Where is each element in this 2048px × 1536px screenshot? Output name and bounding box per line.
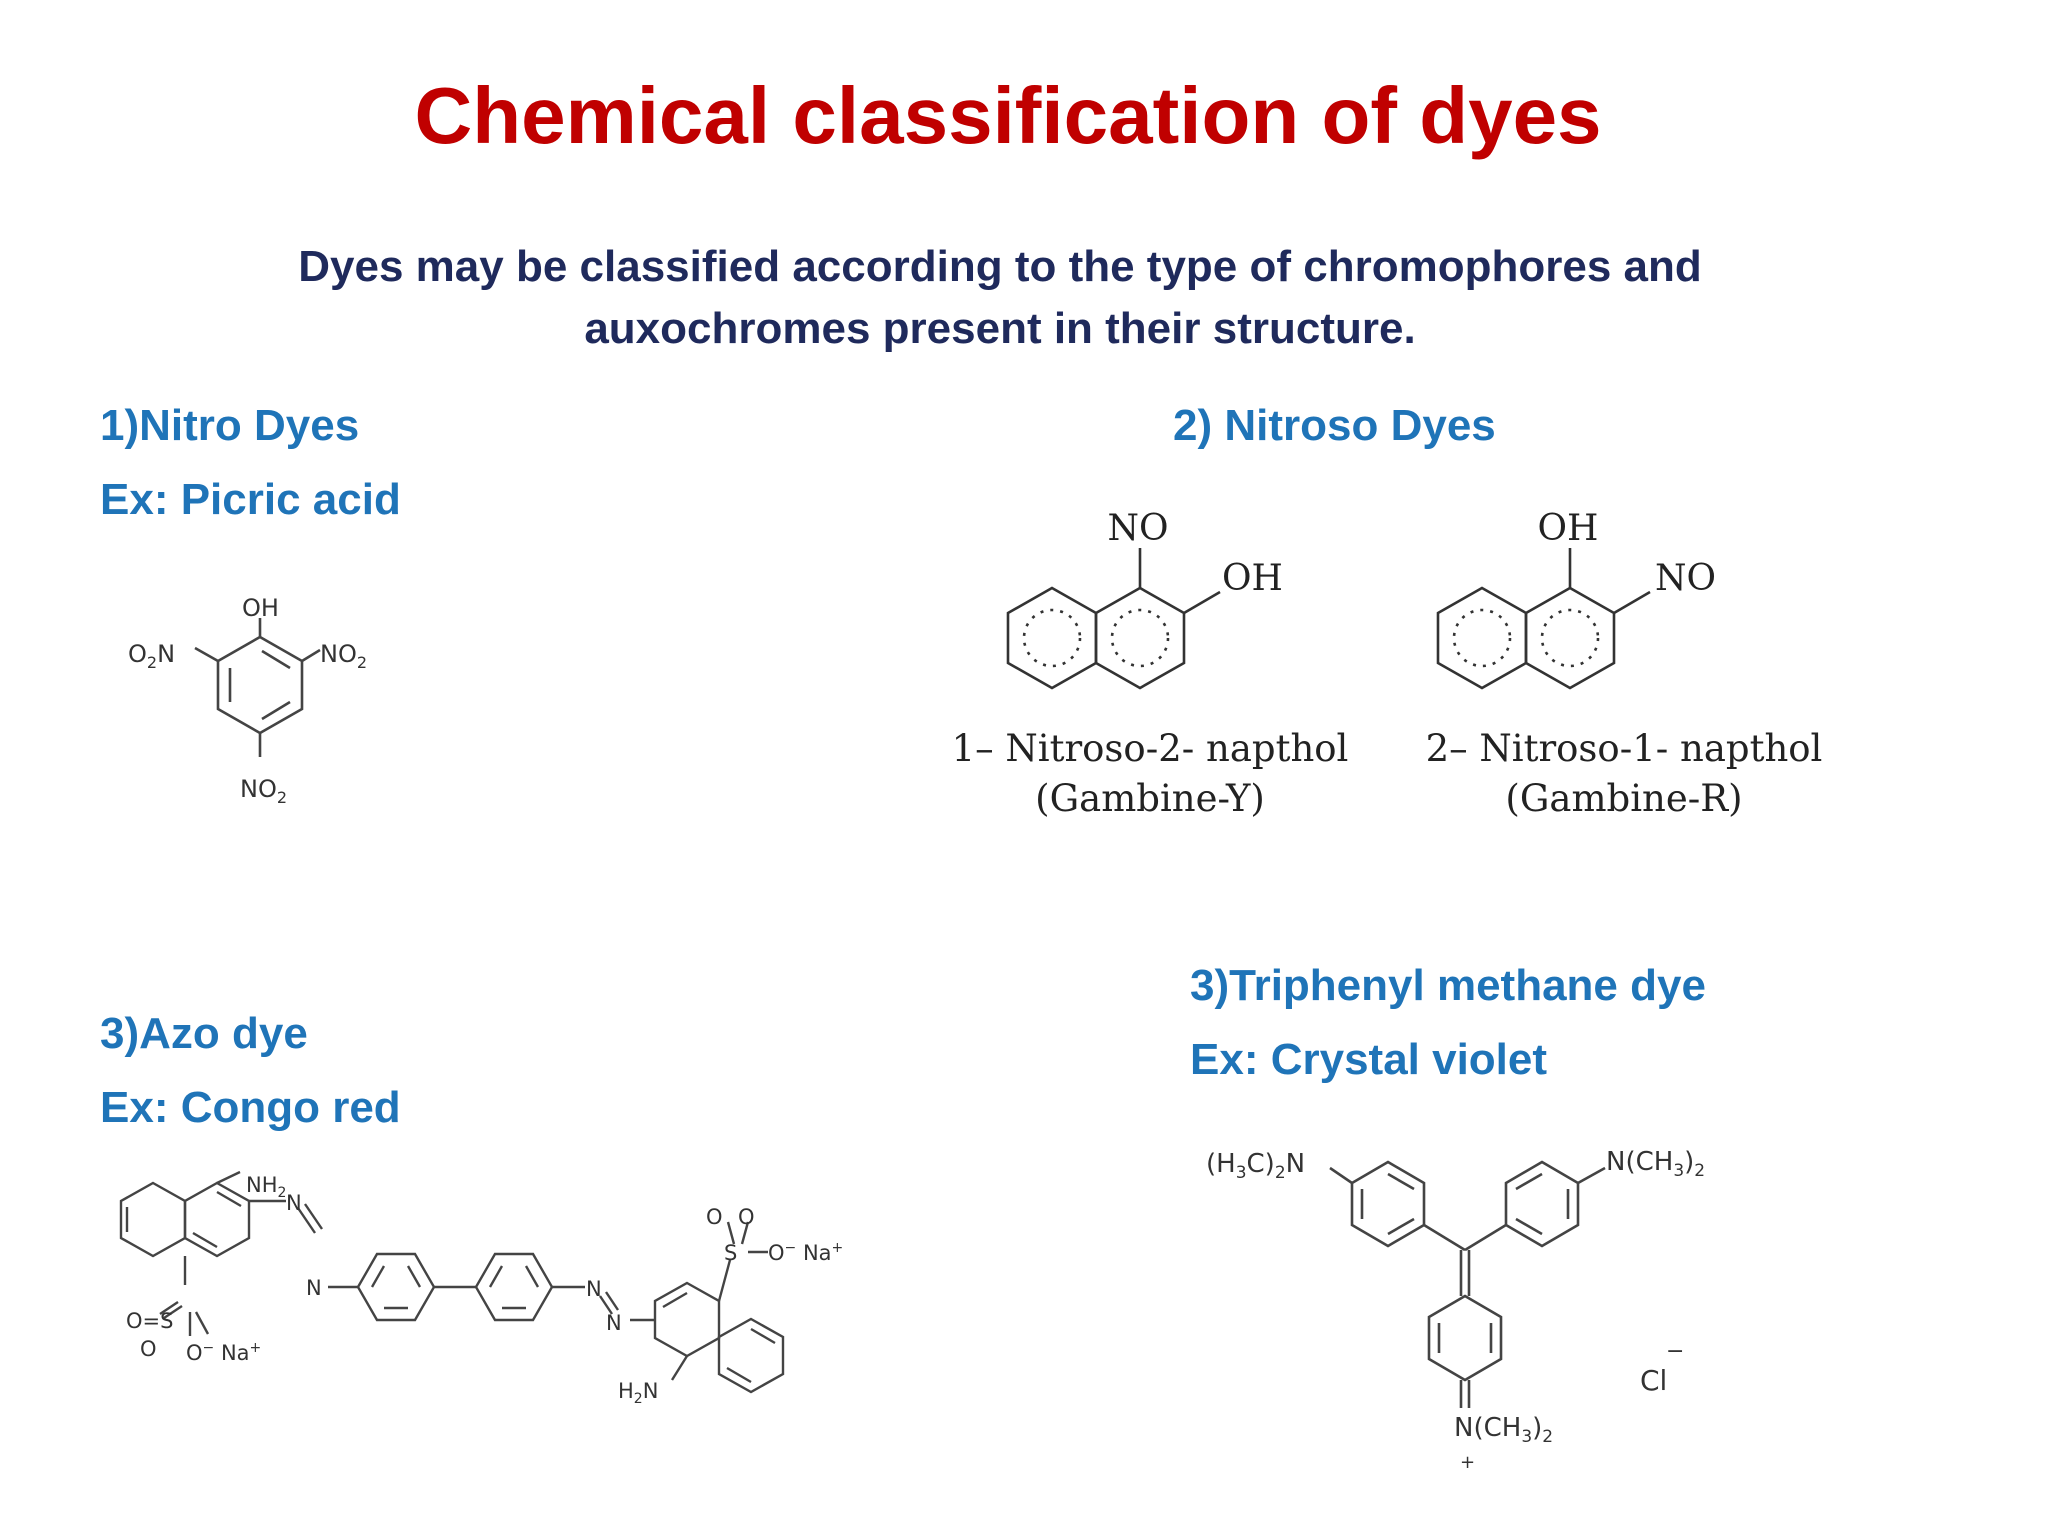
- svg-text:N(CH3)2: N(CH3)2: [1454, 1413, 1553, 1447]
- crystal-violet-structure: (H3C)2N N(CH3)2 N(CH3)2 + Cl −: [1206, 1147, 1705, 1473]
- svg-text:N: N: [586, 1277, 602, 1301]
- triphenyl-example: Ex: Crystal violet: [1190, 1035, 1548, 1084]
- nitroso-1-napthol-alias: (Gambine-R): [1505, 777, 1743, 820]
- svg-text:N: N: [286, 1191, 302, 1215]
- intro-line-1: Dyes may be classified according to the …: [298, 242, 1702, 291]
- svg-text:Cl: Cl: [1640, 1364, 1667, 1397]
- slide-title: Chemical classification of dyes: [414, 71, 1602, 160]
- svg-text:(H3C)2N: (H3C)2N: [1206, 1149, 1305, 1183]
- intro-line-2: auxochromes present in their structure.: [584, 304, 1416, 353]
- intro-text: Dyes may be classified according to the …: [250, 236, 1750, 360]
- svg-text:OH: OH: [242, 594, 279, 622]
- svg-text:N: N: [606, 1311, 622, 1335]
- azo-heading: 3)Azo dye: [100, 1009, 308, 1058]
- svg-text:NH2: NH2: [246, 1173, 286, 1201]
- azo-example: Ex: Congo red: [100, 1083, 401, 1132]
- svg-text:O2N: O2N: [128, 640, 175, 672]
- svg-text:NO2: NO2: [240, 775, 287, 807]
- svg-text:NO2: NO2: [320, 640, 367, 672]
- nitroso-1-napthol-caption: 2– Nitroso-1- napthol (Gambine-R): [1374, 724, 1874, 824]
- svg-text:O− Na+: O− Na+: [768, 1240, 843, 1265]
- picric-acid-structure: OH O2N NO2 NO2: [128, 594, 367, 807]
- nitroso-2-napthol-caption: 1– Nitroso-2- napthol (Gambine-Y): [900, 724, 1400, 824]
- svg-text:OH: OH: [1222, 558, 1283, 599]
- nitroso-2-napthol-alias: (Gambine-Y): [1035, 777, 1265, 820]
- svg-text:NO: NO: [1655, 558, 1716, 599]
- svg-text:N(CH3)2: N(CH3)2: [1606, 1147, 1705, 1181]
- svg-text:S: S: [724, 1241, 737, 1265]
- svg-text:O: O: [140, 1337, 157, 1361]
- nitro-example: Ex: Picric acid: [100, 475, 401, 524]
- nitroso-1-napthol-name: 2– Nitroso-1- napthol: [1425, 727, 1823, 770]
- svg-text:−: −: [1666, 1339, 1684, 1364]
- nitroso-1-napthol-structure: OH NO: [1436, 508, 1716, 690]
- svg-text:O: O: [738, 1205, 755, 1229]
- nitroso-heading: 2) Nitroso Dyes: [1173, 401, 1496, 450]
- triphenyl-heading: 3)Triphenyl methane dye: [1190, 961, 1706, 1010]
- congo-red-structure: NH2 N N O=S O O− Na+ N N O O S O− Na+ H2…: [119, 1170, 843, 1407]
- svg-text:+: +: [1460, 1452, 1475, 1473]
- nitroso-2-napthol-name: 1– Nitroso-2- napthol: [951, 727, 1349, 770]
- nitroso-2-napthol-structure: NO OH: [1006, 508, 1283, 690]
- svg-text:O=S: O=S: [126, 1309, 173, 1333]
- svg-text:O: O: [706, 1205, 723, 1229]
- nitro-heading: 1)Nitro Dyes: [100, 401, 360, 450]
- svg-text:OH: OH: [1538, 508, 1599, 549]
- svg-text:H2N: H2N: [618, 1379, 658, 1407]
- svg-text:N: N: [306, 1276, 322, 1300]
- svg-text:NO: NO: [1107, 508, 1168, 549]
- svg-text:O− Na+: O− Na+: [186, 1340, 261, 1365]
